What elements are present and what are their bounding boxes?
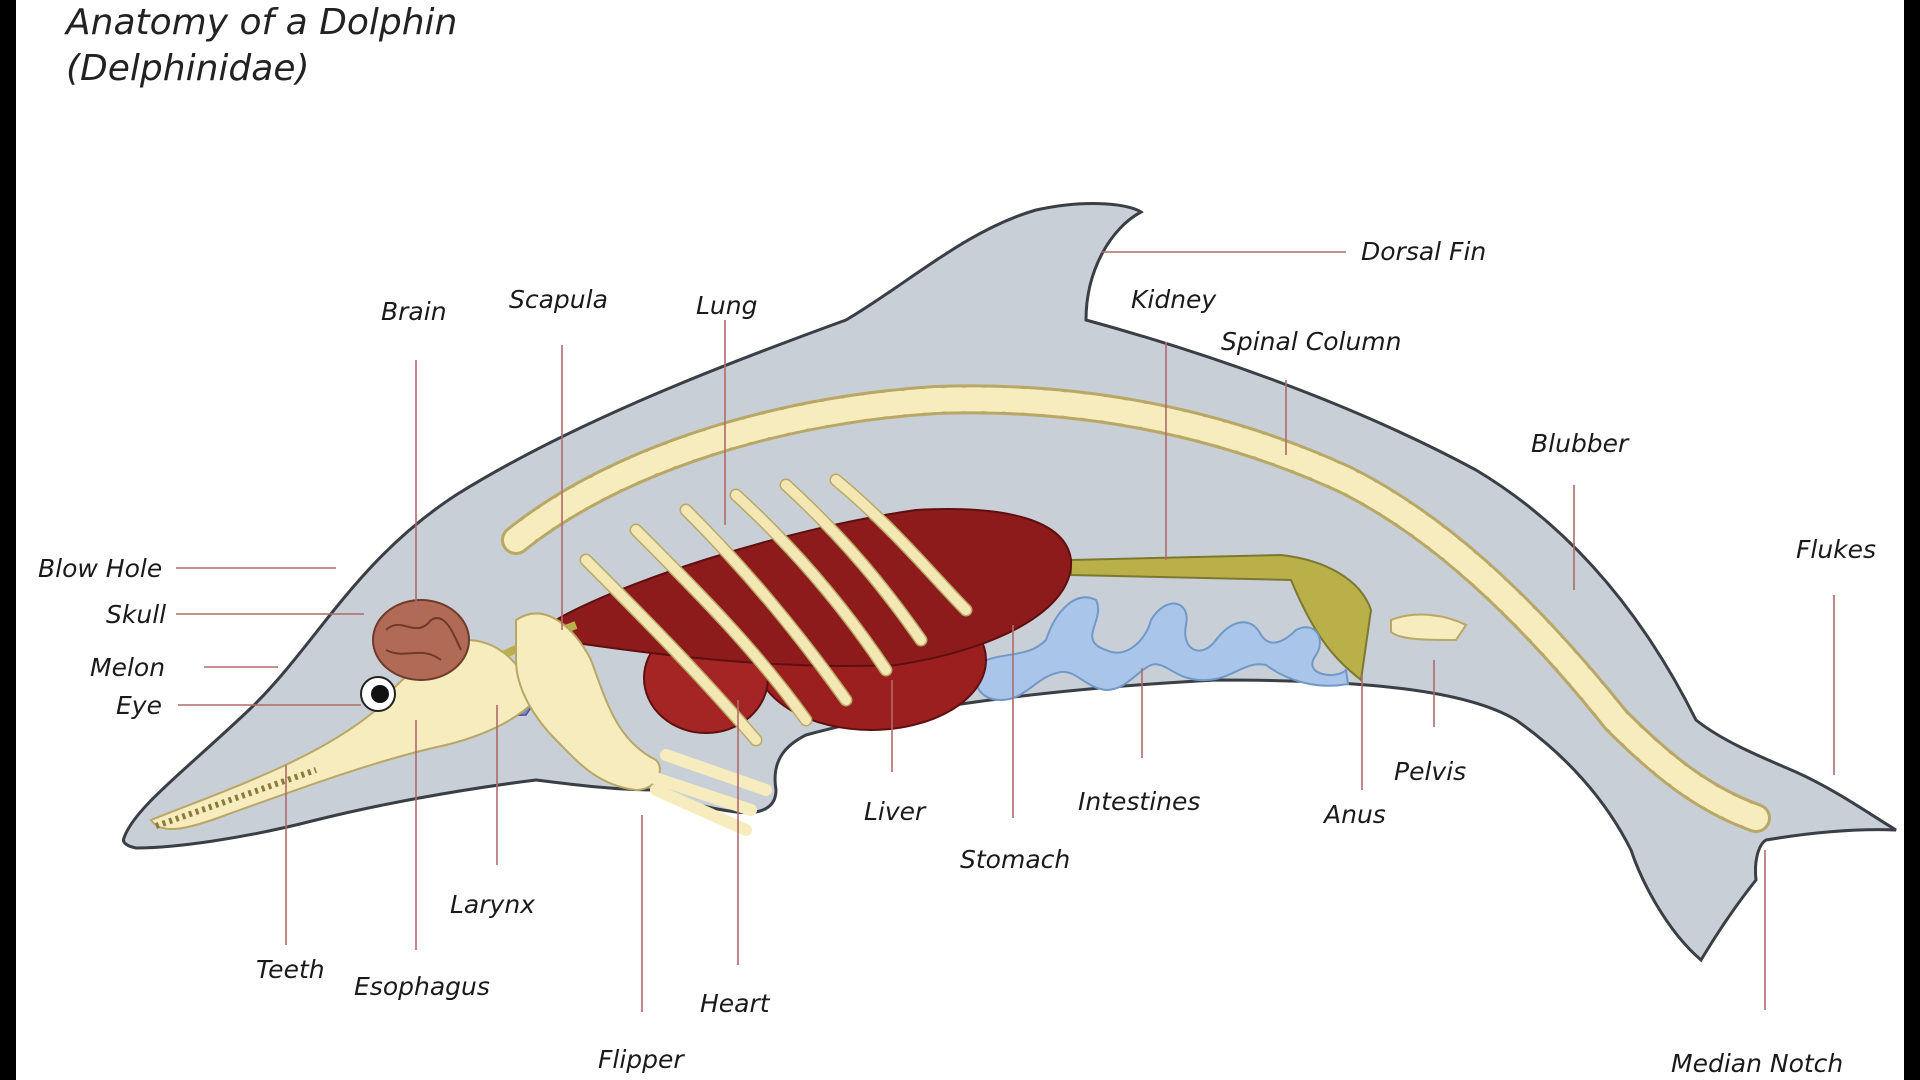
label-skull: Skull	[106, 600, 166, 629]
label-intestines: Intestines	[1078, 787, 1200, 816]
label-stomach: Stomach	[960, 845, 1070, 874]
label-brain: Brain	[381, 297, 447, 326]
label-scapula: Scapula	[509, 285, 608, 314]
ribcage	[579, 473, 973, 747]
label-spinal-column: Spinal Column	[1221, 327, 1401, 356]
diagram-title: Anatomy of a Dolphin (Delphinidae)	[66, 0, 457, 92]
brain-shape	[372, 599, 470, 681]
pelvis-shape	[1390, 613, 1468, 642]
label-teeth: Teeth	[256, 955, 325, 984]
leader-lines	[176, 251, 1835, 1012]
eye-pupil	[371, 685, 389, 703]
label-lung: Lung	[696, 291, 758, 320]
label-kidney: Kidney	[1131, 285, 1217, 314]
label-anus: Anus	[1322, 800, 1386, 829]
label-larynx: Larynx	[450, 890, 535, 919]
brain-folds	[385, 617, 462, 661]
dolphin-diagram: Dorsal Fin Kidney Spinal Column Blubber …	[38, 202, 1897, 1078]
label-pelvis: Pelvis	[1394, 757, 1466, 786]
title-line-2: (Delphinidae)	[66, 48, 310, 89]
canvas: Anatomy of a Dolphin (Delphinidae)	[16, 0, 1904, 1080]
label-dorsal-fin: Dorsal Fin	[1361, 237, 1486, 266]
title-line-1: Anatomy of a Dolphin	[66, 2, 458, 43]
label-melon: Melon	[90, 653, 165, 682]
label-blow-hole: Blow Hole	[38, 554, 162, 583]
intestines-shape	[973, 596, 1350, 702]
label-median-notch: Median Notch	[1671, 1049, 1843, 1078]
teeth-row	[155, 767, 317, 829]
label-flipper: Flipper	[598, 1045, 685, 1074]
kidney-duct	[1070, 553, 1373, 682]
label-liver: Liver	[864, 797, 927, 826]
spinal-column-fill	[504, 387, 1768, 830]
label-eye: Eye	[116, 691, 162, 720]
label-blubber: Blubber	[1531, 429, 1630, 458]
label-heart: Heart	[700, 989, 771, 1018]
lung-shape	[555, 508, 1073, 667]
label-flukes: Flukes	[1796, 535, 1876, 564]
label-esophagus: Esophagus	[354, 972, 490, 1001]
flipper-bones	[640, 749, 772, 836]
